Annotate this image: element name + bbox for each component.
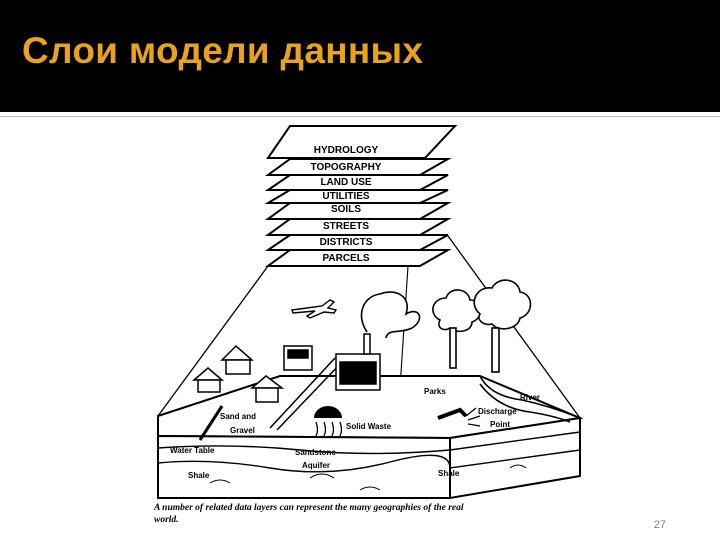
layer-label-topography: TOPOGRAPHY (311, 162, 382, 173)
label-sand-gravel-2: Gravel (230, 426, 255, 435)
water-table-line (157, 431, 581, 455)
layers-illustration: HYDROLOGY TOPOGRAPHY LAND USE UTILITIES … (153, 125, 584, 525)
house-roof (191, 367, 225, 381)
slide-title: Слои модели данных (22, 30, 424, 71)
layer-label-utilities: UTILITIES (322, 191, 370, 202)
trees (432, 279, 532, 373)
buildings (283, 333, 381, 391)
office-windows (287, 349, 309, 359)
houses (191, 344, 285, 403)
smoke-plume (360, 291, 421, 339)
divider-line (0, 116, 720, 117)
layer-label-parcels: PARCELS (322, 253, 369, 264)
layer-label-districts: DISTRICTS (320, 237, 373, 248)
label-discharge: Discharge (478, 407, 517, 416)
label-shale-left: Shale (188, 471, 210, 480)
house-body (255, 387, 279, 403)
data-layers-figure: HYDROLOGY TOPOGRAPHY LAND USE UTILITIES … (150, 118, 590, 540)
waste-leachate (315, 421, 343, 437)
river-bank (479, 383, 571, 423)
label-river: River (520, 393, 540, 402)
tree-crown (432, 289, 482, 333)
layer-label-hydrology: HYDROLOGY (314, 145, 379, 156)
projection-line-left (157, 265, 269, 417)
label-aquifer: Aquifer (302, 461, 330, 470)
rock-fractures (209, 464, 527, 491)
waste-dome (314, 406, 342, 418)
title-bar: Слои модели данных (0, 0, 720, 112)
factory-windows (339, 361, 377, 385)
layer-stack: HYDROLOGY TOPOGRAPHY LAND USE UTILITIES … (264, 125, 458, 267)
label-parks: Parks (424, 387, 446, 396)
label-sand-gravel: Sand and (220, 412, 256, 421)
layer-label-land-use: LAND USE (320, 177, 371, 188)
label-sandstone: Sandstone (295, 448, 336, 457)
page-number: 27 (653, 519, 666, 531)
tree-trunk (491, 327, 500, 373)
house-roof (220, 344, 254, 361)
smokestack (363, 333, 371, 355)
well-pipe (198, 405, 224, 441)
house-body (225, 359, 251, 375)
label-shale-right: Shale (438, 469, 460, 478)
road (269, 357, 343, 431)
discharge-pipe (437, 407, 468, 420)
figure-caption-line1: A number of related data layers can repr… (153, 503, 464, 513)
aquifer-boundary (157, 449, 581, 473)
label-water-table: Water Table (170, 446, 215, 455)
discharge-spray (465, 407, 481, 427)
tree-trunk (449, 327, 457, 369)
layer-label-streets: STREETS (323, 221, 369, 232)
ground-side-face (449, 416, 581, 500)
tree-crown (473, 279, 532, 330)
layer-plate-hydrology (266, 125, 458, 159)
figure-caption-line2: world. (154, 515, 179, 525)
airplane-icon (291, 299, 338, 319)
label-solid-waste: Solid Waste (346, 422, 392, 431)
river-line (479, 375, 581, 419)
label-discharge-point: Point (490, 420, 510, 429)
layer-label-soils: SOILS (331, 204, 361, 215)
house-body (197, 379, 221, 393)
